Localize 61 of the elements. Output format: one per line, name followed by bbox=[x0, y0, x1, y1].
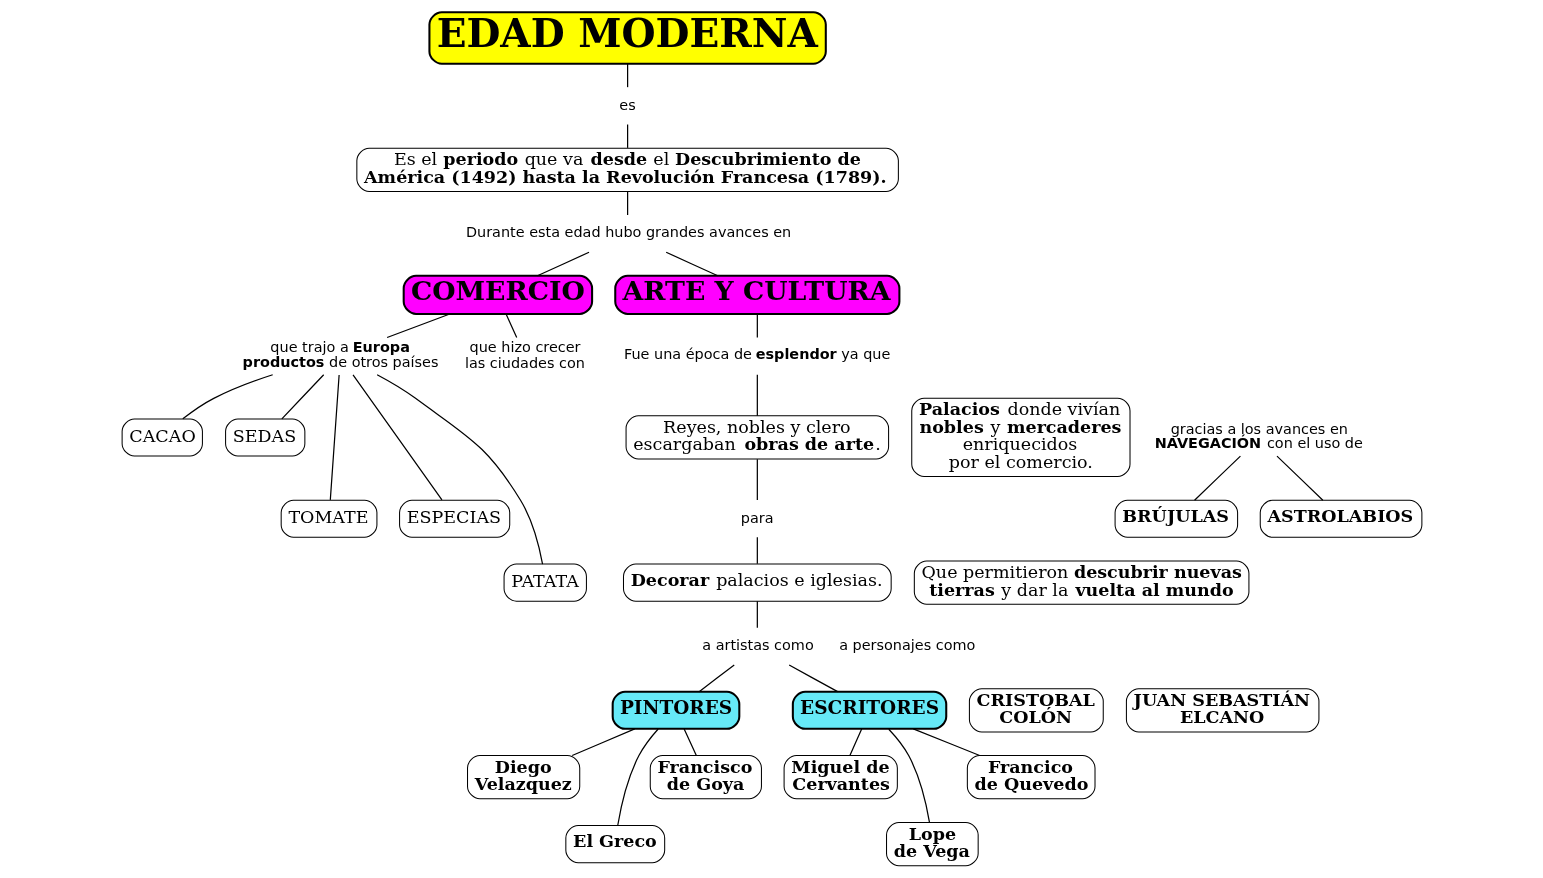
connector bbox=[756, 536, 758, 565]
connector bbox=[756, 600, 758, 629]
node-box: Reyes, nobles y clero escargaban obras de arte. bbox=[625, 415, 889, 460]
connector bbox=[626, 123, 628, 149]
node-box: SEDAS bbox=[224, 418, 305, 457]
node-box: Es el periodo que va desde el Descubrimiento de América (1492) hasta la Revolución Francesa (1789). bbox=[355, 147, 899, 192]
node-text: gracias a los avances en NAVEGACIÓN con el uso de bbox=[1154, 420, 1363, 451]
connector bbox=[376, 374, 543, 565]
node-box: PINTORES bbox=[611, 690, 740, 730]
node-text: es bbox=[618, 96, 636, 113]
node-box: ASTROLABIOS bbox=[1259, 499, 1422, 538]
node-box: Francico de Quevedo bbox=[966, 755, 1096, 800]
node-text: a artistas como bbox=[701, 637, 814, 654]
node-box: Miguel de Cervantes bbox=[783, 755, 898, 800]
node-text: Fue una época de esplendor ya que bbox=[623, 345, 890, 362]
connector bbox=[788, 664, 838, 693]
node-box: EDAD MODERNA bbox=[427, 11, 827, 65]
node-box: CRISTOBAL COLÓN bbox=[968, 688, 1104, 733]
connector bbox=[848, 728, 862, 756]
node-box: Que permitieron descubrir nuevas tierras y dar la vuelta al mundo bbox=[913, 560, 1249, 605]
node-box: COMERCIO bbox=[402, 274, 593, 315]
node-box: Diego Velazquez bbox=[466, 755, 580, 800]
node-box: Palacios donde vivían nobles y mercaderes enriquecidos por el comercio. bbox=[910, 397, 1131, 478]
node-box: BRÚJULAS bbox=[1114, 499, 1238, 538]
connector bbox=[756, 458, 758, 501]
node-box: Decorar palacios e iglesias. bbox=[622, 563, 892, 602]
node-box: Francisco de Goya bbox=[649, 755, 762, 800]
connector bbox=[698, 664, 735, 693]
node-text: Durante esta edad hubo grandes avances en bbox=[465, 224, 791, 241]
connector bbox=[181, 374, 273, 420]
connector bbox=[571, 728, 635, 757]
connector bbox=[504, 313, 517, 339]
node-text: para bbox=[740, 509, 774, 526]
connector bbox=[351, 374, 443, 501]
connector bbox=[616, 728, 659, 827]
connector bbox=[626, 191, 628, 216]
connector bbox=[329, 374, 340, 501]
node-box: El Greco bbox=[564, 825, 665, 864]
node-box: ARTE Y CULTURA bbox=[613, 274, 900, 315]
node-box: Lope de Vega bbox=[885, 821, 979, 867]
node-box: ESCRITORES bbox=[791, 690, 947, 730]
node-text: que hizo crecer las ciudades con bbox=[464, 339, 585, 371]
node-box: ESPECIAS bbox=[398, 499, 510, 538]
connector bbox=[536, 251, 590, 277]
connector bbox=[887, 728, 930, 823]
connector bbox=[386, 313, 450, 339]
connector bbox=[756, 313, 758, 339]
connector bbox=[756, 374, 758, 417]
node-text: a personajes como bbox=[838, 637, 975, 654]
node-box: TOMATE bbox=[280, 499, 377, 538]
connector bbox=[912, 728, 980, 757]
connector bbox=[1275, 455, 1323, 501]
node-text: que trajo a Europa productos de otros países bbox=[242, 339, 438, 370]
connector bbox=[1193, 455, 1241, 501]
node-box: CACAO bbox=[121, 418, 203, 457]
node-box: PATATA bbox=[503, 563, 587, 602]
node-box: JUAN SEBASTIÁN ELCANO bbox=[1125, 688, 1319, 733]
connector bbox=[683, 728, 697, 756]
connector bbox=[280, 374, 324, 420]
connector bbox=[665, 251, 718, 277]
connector bbox=[626, 63, 628, 88]
